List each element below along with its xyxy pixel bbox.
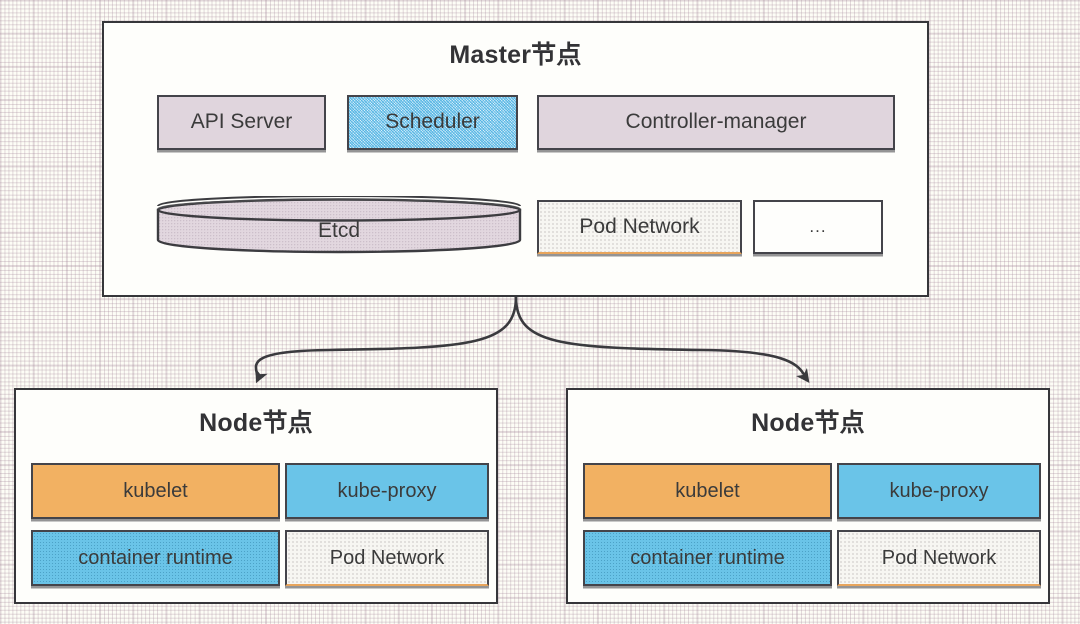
master-component-controller-manager[interactable]: Controller-manager <box>537 95 895 150</box>
node-2-component-pod-network[interactable]: Pod Network <box>837 530 1041 586</box>
node-1-component-container-runtime[interactable]: container runtime <box>31 530 280 586</box>
master-component-scheduler[interactable]: Scheduler <box>347 95 518 150</box>
node-2-component-container-runtime[interactable]: container runtime <box>583 530 832 586</box>
node-1-component-kubelet[interactable]: kubelet <box>31 463 280 519</box>
master-component-api-server[interactable]: API Server <box>157 95 326 150</box>
node-title-2: Node节点 <box>751 408 865 437</box>
node-2-component-kube-proxy[interactable]: kube-proxy <box>837 463 1041 519</box>
master-component-pod-network[interactable]: Pod Network <box>537 200 742 254</box>
master-component-etcd[interactable]: Etcd <box>156 196 522 254</box>
master-component-ellipsis[interactable]: ... <box>753 200 883 254</box>
node-2-component-kubelet[interactable]: kubelet <box>583 463 832 519</box>
master-node-title: Master节点 <box>449 40 582 69</box>
node-title-1: Node节点 <box>199 408 313 437</box>
node-1-component-kube-proxy[interactable]: kube-proxy <box>285 463 489 519</box>
node-1-component-pod-network[interactable]: Pod Network <box>285 530 489 586</box>
